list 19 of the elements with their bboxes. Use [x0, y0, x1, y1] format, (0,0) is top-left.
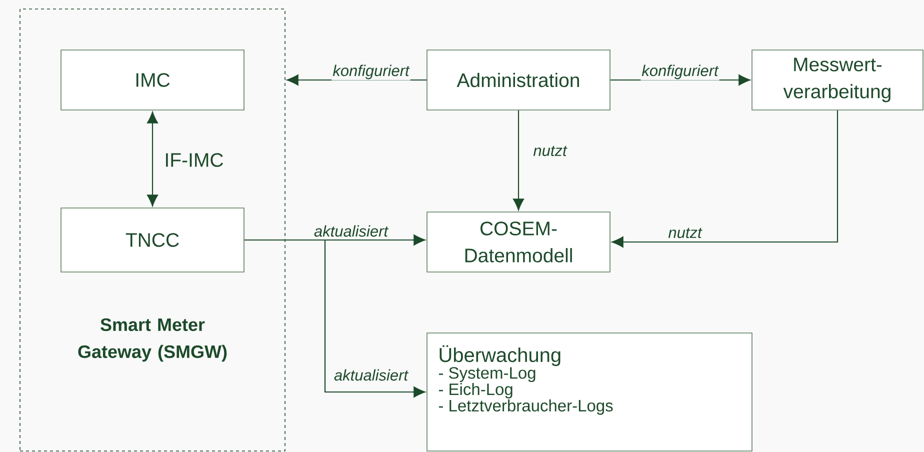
edge-label: aktualisiert — [312, 224, 390, 238]
component-box: TNCC — [60, 208, 244, 272]
edge-label: konfiguriert — [332, 64, 410, 80]
arrow — [513, 110, 524, 210]
log-box: Überwachung - System-Log - Eich-Log - Letztverbraucher-Logs — [426, 332, 752, 452]
edge-label: nutzt — [532, 144, 568, 158]
edge-label: IF-IMC — [163, 152, 225, 168]
component-box: COSEM- Datenmodell — [426, 212, 610, 272]
arrow — [612, 110, 838, 248]
arrow — [244, 239, 426, 398]
arrow — [610, 74, 750, 86]
arrow — [286, 74, 427, 86]
component-box: Messwert- verarbeitung — [752, 50, 924, 110]
edge-label: nutzt — [667, 226, 703, 240]
edge-label: aktualisiert — [332, 368, 410, 382]
component-box: Administration — [426, 50, 610, 110]
arrow — [147, 112, 158, 206]
edge-label: konfiguriert — [640, 64, 720, 80]
component-box: IMC — [60, 50, 244, 110]
